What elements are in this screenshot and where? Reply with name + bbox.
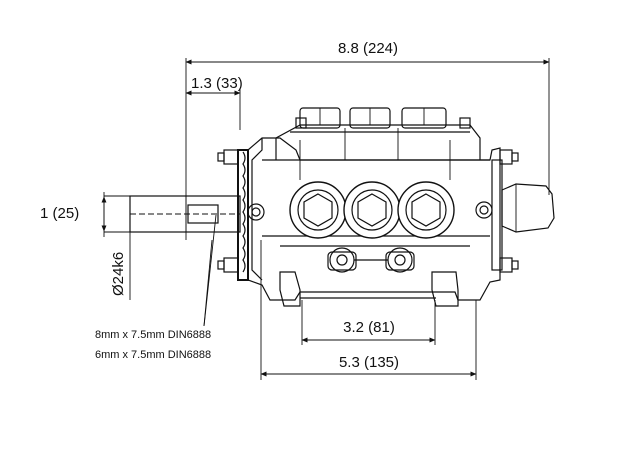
left-bolts bbox=[217, 149, 239, 273]
shaft-diameter-dimension: Ø24k6 bbox=[110, 196, 131, 300]
shaft-offset-label: 1.3 (33) bbox=[191, 75, 243, 92]
mount-spacing-label: 3.2 (81) bbox=[343, 319, 395, 336]
base-width-dimension: 5.3 (135) bbox=[260, 240, 477, 380]
keyway bbox=[187, 204, 219, 224]
shaft-length-label: 1 (25) bbox=[40, 205, 79, 222]
key-leader: 8mm x 7.5mm DIN6888 6mm x 7.5mm DIN6888 bbox=[95, 214, 217, 361]
key-note-2: 6mm x 7.5mm DIN6888 bbox=[95, 349, 211, 361]
shaft-offset-dimension: 1.3 (33) bbox=[185, 75, 243, 130]
key-note-1: 8mm x 7.5mm DIN6888 bbox=[95, 329, 211, 341]
crankcase bbox=[247, 137, 501, 301]
shaft-length-dimension: 1 (25) bbox=[40, 192, 130, 237]
base-width-label: 5.3 (135) bbox=[339, 354, 399, 371]
mounting-feet bbox=[279, 271, 459, 307]
manifold-top bbox=[275, 107, 481, 180]
shaft-diameter-label: Ø24k6 bbox=[110, 252, 127, 296]
outlet-ports bbox=[289, 181, 455, 239]
overall-length-label: 8.8 (224) bbox=[338, 40, 398, 57]
end-cap bbox=[491, 149, 555, 273]
lower-mount-bolts bbox=[327, 247, 415, 273]
mount-spacing-dimension: 3.2 (81) bbox=[301, 300, 436, 345]
pump-body bbox=[129, 107, 555, 307]
